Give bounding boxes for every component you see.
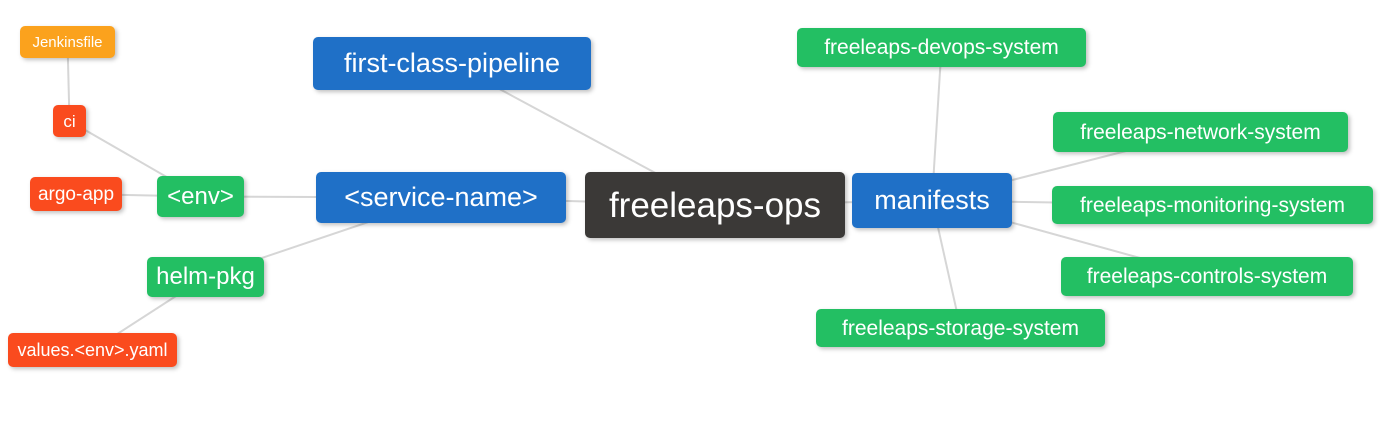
mindmap-node-values-env-yaml[interactable]: values.<env>.yaml — [8, 333, 177, 367]
mindmap-node-jenkinsfile[interactable]: Jenkinsfile — [20, 26, 115, 58]
mindmap-node-manifests[interactable]: manifests — [852, 173, 1012, 228]
mindmap-node-helm-pkg[interactable]: helm-pkg — [147, 257, 264, 297]
mindmap-node-root[interactable]: freeleaps-ops — [585, 172, 845, 238]
mindmap-node-env[interactable]: <env> — [157, 176, 244, 217]
mindmap-node-service-name[interactable]: <service-name> — [316, 172, 566, 223]
mindmap-node-devops-system[interactable]: freeleaps-devops-system — [797, 28, 1086, 67]
mindmap-node-monitoring-system[interactable]: freeleaps-monitoring-system — [1052, 186, 1373, 224]
mindmap-node-ci[interactable]: ci — [53, 105, 86, 137]
mindmap-node-argo-app[interactable]: argo-app — [30, 177, 122, 211]
mindmap-node-controls-system[interactable]: freeleaps-controls-system — [1061, 257, 1353, 296]
mindmap-node-storage-system[interactable]: freeleaps-storage-system — [816, 309, 1105, 347]
mindmap-node-network-system[interactable]: freeleaps-network-system — [1053, 112, 1348, 152]
mindmap-node-first-class-pipeline[interactable]: first-class-pipeline — [313, 37, 591, 90]
